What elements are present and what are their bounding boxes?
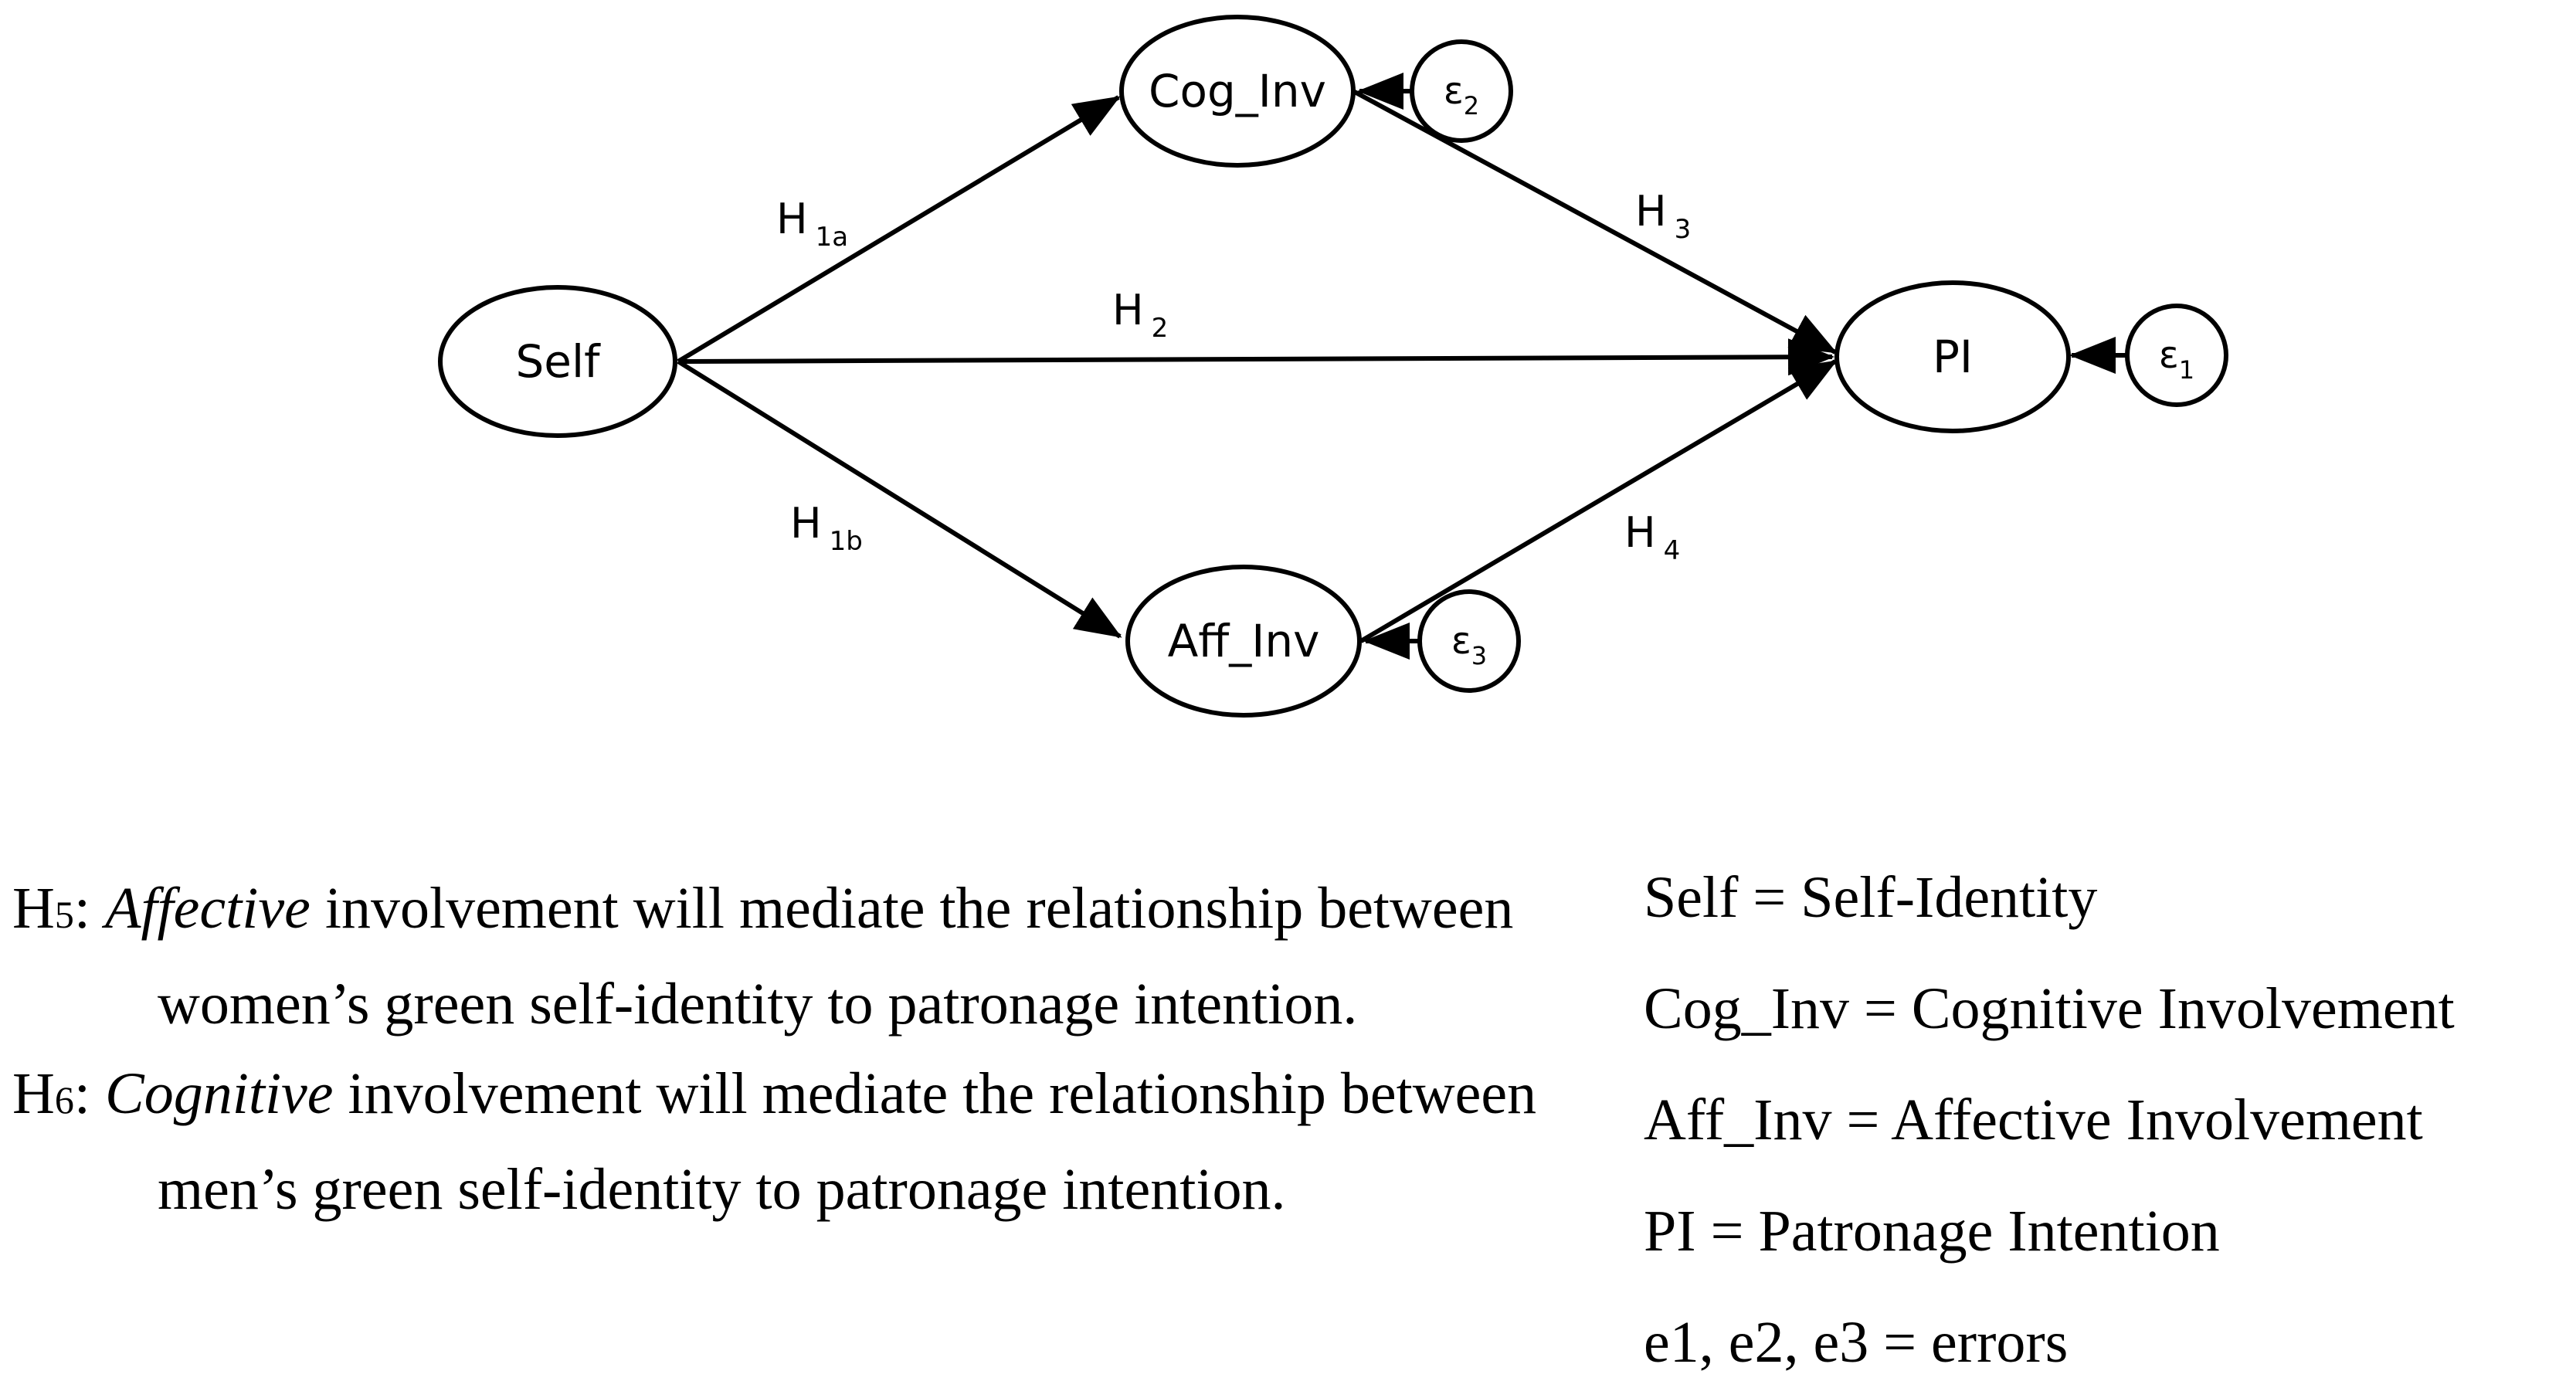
- legend-cog-inv: Cog_Inv = Cognitive Involvement: [1644, 976, 2455, 1041]
- hypothesis-h5-text: involvement will mediate the relationshi…: [158, 876, 1514, 1037]
- error-e1-index: 1: [2179, 355, 2194, 385]
- path-h1b-arrow: [677, 359, 1122, 639]
- legend-self: Self = Self-Identity: [1644, 865, 2098, 930]
- hypothesis-h5: H5: Affective involvement will mediate t…: [12, 876, 1514, 1037]
- error-e1: ε1: [2125, 304, 2228, 407]
- error-e3-symbol: ε: [1451, 619, 1471, 663]
- node-self-label: Self: [515, 335, 601, 388]
- node-pi-label: PI: [1933, 331, 1973, 383]
- svg-text:ε2: ε2: [1444, 70, 1479, 120]
- error-e2-symbol: ε: [1444, 70, 1464, 113]
- abbreviation-legend: Self = Self-Identity Cog_Inv = Cognitive…: [1644, 842, 2571, 1398]
- hypothesis-h5-emphasis: Affective: [105, 876, 311, 941]
- hypothesis-h6-id: H6: [12, 1061, 74, 1126]
- legend-aff-inv: Aff_Inv = Affective Involvement: [1644, 1088, 2423, 1152]
- path-h1a-arrow: [677, 95, 1121, 364]
- error-e2-index: 2: [1464, 91, 1479, 120]
- path-h3-arrow: [1352, 89, 1838, 355]
- node-aff-inv-label: Aff_Inv: [1168, 615, 1320, 667]
- error-e2: ε2: [1410, 39, 1513, 143]
- error-e1-symbol: ε: [2159, 334, 2179, 377]
- hypotheses-list: H5: Affective involvement will mediate t…: [12, 864, 1588, 1234]
- hypothesis-h6-text: involvement will mediate the relationshi…: [158, 1061, 1537, 1222]
- svg-text:ε1: ε1: [2159, 334, 2194, 385]
- node-aff-inv: Aff_Inv: [1125, 565, 1362, 718]
- path-h4-arrow: [1359, 359, 1838, 643]
- node-self: Self: [438, 285, 677, 438]
- error-e3: ε3: [1417, 589, 1521, 693]
- node-cog-inv-label: Cog_Inv: [1149, 65, 1326, 117]
- node-cog-inv: Cog_Inv: [1119, 15, 1356, 168]
- hypothesis-h6: H6: Cognitive involvement will mediate t…: [12, 1061, 1537, 1222]
- error-e3-index: 3: [1471, 641, 1487, 670]
- hypothesis-h6-emphasis: Cognitive: [105, 1061, 334, 1126]
- hypothesis-h5-id: H5: [12, 876, 74, 941]
- path-h2-arrow: [677, 338, 1834, 376]
- node-pi: PI: [1834, 280, 2071, 433]
- legend-pi: PI = Patronage Intention: [1644, 1199, 2220, 1264]
- legend-errors: e1, e2, e3 = errors: [1644, 1310, 2069, 1375]
- svg-text:ε3: ε3: [1451, 619, 1487, 670]
